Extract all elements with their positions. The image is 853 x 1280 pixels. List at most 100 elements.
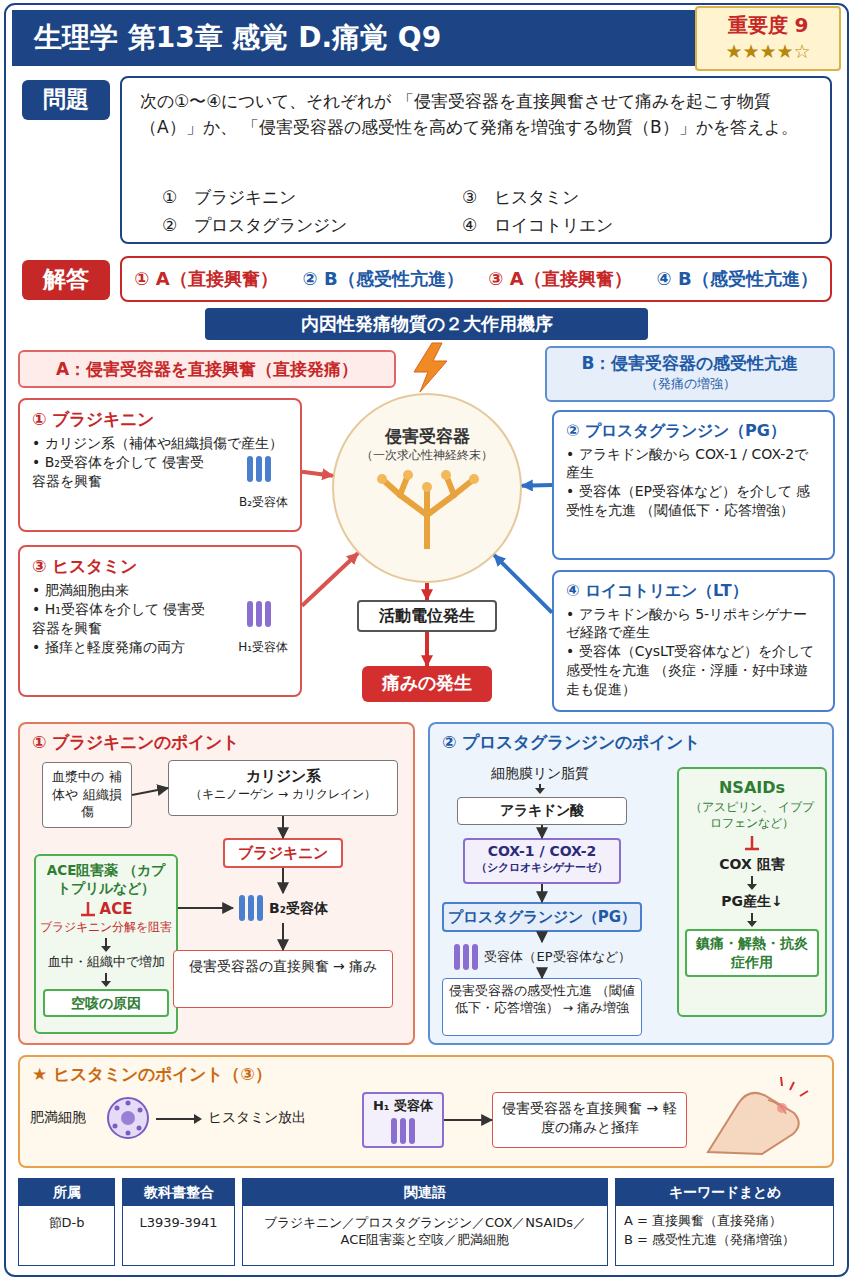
node-text: ① ブラジキニン [32, 408, 288, 431]
node-text: キーワードまとめ [616, 1179, 833, 1206]
drug-box: NSAIDs（アスピリン、 イブプロフェンなど）COX 阻害PG産生↓鎮痛・解熱… [677, 767, 827, 1017]
node-text: ② プロスタグランジン [162, 214, 347, 237]
node-text: 受容体（EP受容体など） [484, 948, 630, 966]
node-text: ② プロスタグランジン（PG） [566, 420, 821, 442]
node-text: • アラキドン酸から COX-1 / COX-2で産生 [566, 445, 821, 483]
node-text: ① ブラジキニン [162, 186, 296, 209]
node-icon [390, 1116, 416, 1146]
finger-illustration [708, 1077, 808, 1154]
node-text: • 受容体（CysLT受容体など）を介して 感受性を亢進 （炎症・浮腫・好中球遊… [566, 642, 821, 699]
node-text: 所属 [19, 1179, 114, 1206]
flow-arrow [282, 816, 284, 838]
node-text: 解答 [22, 264, 110, 295]
receptor-circle: 侵害受容器（一次求心性神経終末） [332, 393, 522, 583]
node-text: • アラキドン酸から 5-リポキシゲナーゼ経路で産生 [566, 605, 821, 643]
node-text: • B₂受容体を介して 侵害受容器を興奮 [32, 453, 207, 491]
node-text: ① A（直接興奮） [134, 267, 277, 291]
node-text: 侵害受容器 [334, 425, 520, 448]
flow-arrow [541, 972, 543, 978]
process-box: アラキドン酸 [457, 797, 627, 825]
node-text: 次の①〜④について、それぞれが 「侵害受容器を直接興奮させて痛みを起こす物質（A… [140, 88, 812, 141]
flow-arrow [444, 1119, 492, 1121]
result-box: 痛みの発生 [362, 666, 492, 702]
node-icon [453, 942, 479, 972]
node-text: 血漿中の 補体や 組織損傷 [47, 768, 127, 821]
substance-box: ブラジキニン [223, 838, 343, 868]
substance-box: ② プロスタグランジン（PG） • アラキドン酸から COX-1 / COX-2で… [552, 410, 835, 560]
flow-arrow [282, 923, 284, 950]
process-box: 活動電位発生 [357, 600, 497, 632]
node-text: ★ ヒスタミンのポイント（③） [32, 1063, 820, 1086]
node-text: ③ ヒスタミン [32, 555, 288, 578]
node-icon [746, 913, 758, 927]
node-icon [746, 876, 758, 890]
node-icon [100, 973, 112, 987]
node-text: H₁ 受容体 [364, 1097, 442, 1115]
node-text: プロスタグランジン（PG） [444, 907, 640, 927]
node-text: COX 阻害 [685, 855, 819, 874]
arrow-lipid [535, 784, 545, 794]
node-icon [238, 893, 264, 923]
node-text: COX-1 / COX-2 [467, 842, 617, 861]
node-text: 侵害受容器を直接興奮 → 軽度の痛みと掻痒 [501, 1099, 678, 1137]
mast-cell [108, 1098, 148, 1138]
node-text: 痛みの発生 [362, 671, 492, 695]
page-frame [5, 4, 848, 1276]
process-box: 血漿中の 補体や 組織損傷 [42, 762, 132, 828]
flow-arrow [178, 907, 233, 909]
node-text: ブラジキニン分解を阻害 [40, 920, 172, 936]
substance-box: プロスタグランジン（PG） [442, 902, 642, 932]
banner: 内因性発痛物質の２大作用機序 [205, 308, 648, 340]
node-icon [100, 938, 112, 952]
substance-box: ① ブラジキニン • カリジン系（補体や組織損傷で産生）• B₂受容体を介して 侵… [18, 398, 302, 532]
group-header: B：侵害受容器の感受性亢進（発痛の増強） [545, 346, 835, 402]
footer-cell: 所属節D-b [18, 1178, 115, 1266]
flow-arrow [132, 788, 168, 795]
node-text: ④ B（感受性亢進） [656, 267, 817, 291]
node-text: 内因性発痛物質の２大作用機序 [205, 312, 648, 336]
node-text: ③ ヒスタミン [462, 186, 579, 209]
result-box: 空咳の原因 [43, 989, 169, 1017]
node-text: B = 感受性亢進（発痛増強） [616, 1229, 833, 1251]
node-text: 鎮痛・解熱・抗炎症作用 [690, 934, 814, 972]
node-text: • カリジン系（補体や組織損傷で産生） [32, 434, 288, 453]
node-text: ACE [100, 899, 133, 919]
enzyme-box: COX-1 / COX-2（シクロオキシゲナーゼ） [463, 838, 621, 884]
flow-arrow [425, 632, 429, 666]
node-text: • 肥満細胞由来 [32, 581, 288, 600]
node-text: （一次求心性神経終末） [334, 448, 520, 464]
substance-box: ④ ロイコトリエン（LT）• アラキドン酸から 5-リポキシゲナーゼ経路で産生•… [552, 570, 835, 712]
node-text: 関連語 [243, 1179, 607, 1206]
release-arrow [156, 1114, 202, 1124]
node-text: ブラジキニン／プロスタグランジン／COX／NSAIDs／ ACE阻害薬と空咳／肥… [243, 1206, 607, 1257]
node-text: 教科書整合 [123, 1179, 234, 1206]
node-text: ③ A（直接興奮） [488, 267, 631, 291]
substance-box: ③ ヒスタミン• 肥満細胞由来• H₁受容体を介して 侵害受容器を興奮• 掻痒と… [18, 545, 302, 697]
node-text: 侵害受容器の直接興奮 → 痛み [182, 957, 384, 976]
point-panel: ① ブラジキニンのポイント血漿中の 補体や 組織損傷カリジン系（キニノーゲン →… [18, 722, 415, 1045]
footer-cell: 教科書整合L3939-3941 [122, 1178, 235, 1266]
section-tab: 問題 [22, 80, 110, 120]
flow-arrow [302, 553, 358, 606]
node-text: ① ブラジキニンのポイント [32, 731, 401, 754]
node-text: （キニノーゲン → カリクレイン） [173, 786, 393, 802]
node-text: ④ ロイコトリエン [462, 214, 613, 237]
header-band: 生理学 第13章 感覚 D.痛覚 Q9重要度 9★★★★☆ [12, 10, 841, 66]
drug-box: ACE阻害薬 （カプトプリルなど）ACEブラジキニン分解を阻害血中・組織中で増加… [34, 854, 178, 1034]
process-box: 侵害受容器を直接興奮 → 軽度の痛みと掻痒 [492, 1092, 687, 1148]
node-text: A：侵害受容器を直接興奮（直接発痛） [20, 358, 394, 381]
flow-arrow [541, 825, 543, 838]
node-text: 節D-b [19, 1206, 114, 1240]
node-text: ② プロスタグランジンのポイント [442, 731, 820, 754]
node-text: ★★★★☆ [697, 39, 839, 65]
node-text: 問題 [22, 84, 110, 115]
node-text: L3939-3941 [123, 1206, 234, 1240]
part-label: ヒスタミン放出 [208, 1108, 328, 1127]
node-text: PG産生↓ [685, 892, 819, 911]
node-text: B₂受容体 [239, 494, 288, 510]
section-tab: 解答 [22, 260, 110, 300]
node-text: • 受容体（EP受容体など）を介して 感受性を亢進 （閾値低下・応答増強） [566, 482, 821, 520]
node-text: 侵害受容器の感受性亢進 （閾値低下・応答増強） → 痛み増強 [449, 983, 635, 1017]
node-text: 活動電位発生 [359, 605, 495, 627]
node-text: • H₁受容体を介して 侵害受容器を興奮 [32, 600, 207, 638]
